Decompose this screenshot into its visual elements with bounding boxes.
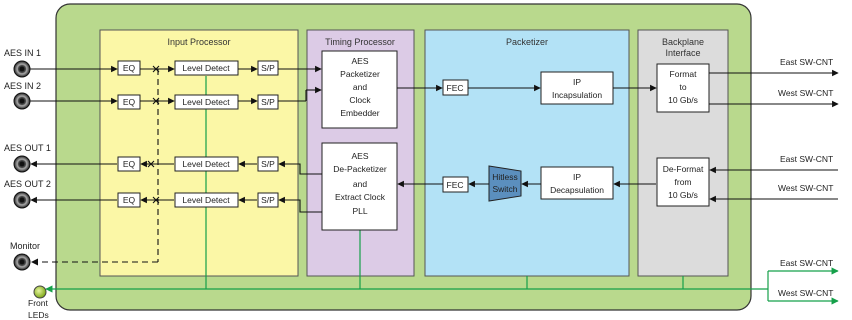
svg-text:S/P: S/P (261, 97, 275, 107)
svg-text:EQ: EQ (123, 195, 136, 205)
monitor-arrow-icon (31, 258, 38, 266)
aes-packetizer-block: AES Packetizer and Clock Embedder (321, 50, 398, 129)
eq-block-in-1: EQ (117, 60, 141, 76)
svg-text:from: from (675, 177, 692, 187)
svg-text:Level Detect: Level Detect (182, 97, 230, 107)
label-aes-out-2: AES OUT 2 (4, 179, 51, 189)
svg-text:EQ: EQ (123, 159, 136, 169)
connector-monitor-icon (13, 253, 31, 271)
sp-block-out-1: S/P (257, 156, 279, 172)
label-east-led: East SW-CNT (780, 258, 833, 268)
aes-depacketizer-block: AES De-Packetizer and Extract Clock PLL (321, 142, 398, 231)
junction-marks (147, 65, 160, 204)
svg-text:Embedder: Embedder (340, 108, 379, 118)
input-processor-title: Input Processor (167, 37, 230, 47)
fec-block-rx: FEC (442, 176, 469, 193)
svg-text:Level Detect: Level Detect (182, 195, 230, 205)
svg-text:S/P: S/P (261, 63, 275, 73)
svg-text:S/P: S/P (261, 195, 275, 205)
svg-text:10 Gb/s: 10 Gb/s (668, 95, 698, 105)
label-east-in-1: East SW-CNT (780, 154, 833, 164)
label-west-out-1: West SW-CNT (778, 88, 833, 98)
backplane-title-1: Backplane (662, 37, 704, 47)
svg-text:Switch: Switch (492, 184, 517, 194)
sp-block-in-1: S/P (257, 60, 279, 76)
svg-text:and: and (353, 179, 367, 189)
sp-block-in-2: S/P (257, 94, 279, 110)
svg-text:Level Detect: Level Detect (182, 63, 230, 73)
svg-text:IP: IP (573, 77, 581, 87)
hitless-switch-block: Hitless Switch (488, 165, 522, 202)
label-aes-out-1: AES OUT 1 (4, 143, 51, 153)
svg-text:Level Detect: Level Detect (182, 159, 230, 169)
monitor-bus (205, 76, 839, 305)
svg-text:EQ: EQ (123, 63, 136, 73)
monitor-dashed-path (31, 69, 159, 263)
deformat-block: De-Format from 10 Gb/s (656, 157, 710, 207)
svg-text:PLL: PLL (352, 206, 367, 216)
svg-text:Format: Format (670, 69, 698, 79)
svg-text:IP: IP (573, 172, 581, 182)
svg-text:to: to (679, 82, 686, 92)
eq-block-out-2: EQ (117, 192, 141, 208)
timing-processor-title: Timing Processor (325, 37, 395, 47)
backplane-title-2: Interface (665, 48, 700, 58)
svg-text:De-Format: De-Format (663, 164, 704, 174)
label-leds: LEDs (28, 310, 49, 320)
svg-text:S/P: S/P (261, 159, 275, 169)
sp-block-out-2: S/P (257, 192, 279, 208)
label-east-out-1: East SW-CNT (780, 57, 833, 67)
eq-block-in-2: EQ (117, 94, 141, 110)
level-detect-block-in-2: Level Detect (174, 94, 239, 110)
svg-text:EQ: EQ (123, 97, 136, 107)
eq-block-out-1: EQ (117, 156, 141, 172)
level-detect-block-out-1: Level Detect (174, 156, 239, 172)
front-led-icon (33, 285, 47, 299)
svg-text:10 Gb/s: 10 Gb/s (668, 190, 698, 200)
svg-text:FEC: FEC (447, 83, 464, 93)
label-aes-in-1: AES IN 1 (4, 48, 41, 58)
svg-text:FEC: FEC (447, 180, 464, 190)
packetizer-panel (424, 29, 630, 277)
fec-block-tx: FEC (442, 79, 469, 96)
svg-text:Clock: Clock (349, 95, 371, 105)
packetizer-title: Packetizer (506, 37, 548, 47)
connector-aes-out-1-icon (13, 155, 31, 173)
svg-text:Extract Clock: Extract Clock (335, 192, 386, 202)
label-west-led: West SW-CNT (778, 288, 833, 298)
level-detect-block-in-1: Level Detect (174, 60, 239, 76)
connector-aes-in-2-icon (13, 92, 31, 110)
ip-decapsulation-block: IP Decapsulation (540, 166, 614, 200)
level-detect-block-out-2: Level Detect (174, 192, 239, 208)
label-aes-in-2: AES IN 2 (4, 81, 41, 91)
label-front: Front (28, 298, 48, 308)
svg-text:De-Packetizer: De-Packetizer (333, 164, 387, 174)
connector-aes-in-1-icon (13, 60, 31, 78)
svg-text:Incapsulation: Incapsulation (552, 90, 602, 100)
svg-text:Packetizer: Packetizer (340, 69, 380, 79)
connector-aes-out-2-icon (13, 191, 31, 209)
label-monitor: Monitor (10, 241, 40, 251)
svg-text:AES: AES (351, 151, 368, 161)
svg-text:and: and (353, 82, 367, 92)
format-block: Format to 10 Gb/s (656, 63, 710, 113)
svg-text:AES: AES (351, 56, 368, 66)
svg-text:Hitless: Hitless (492, 172, 518, 182)
label-west-in-1: West SW-CNT (778, 183, 833, 193)
svg-text:Decapsulation: Decapsulation (550, 185, 604, 195)
ip-encapsulation-block: IP Incapsulation (540, 71, 614, 105)
